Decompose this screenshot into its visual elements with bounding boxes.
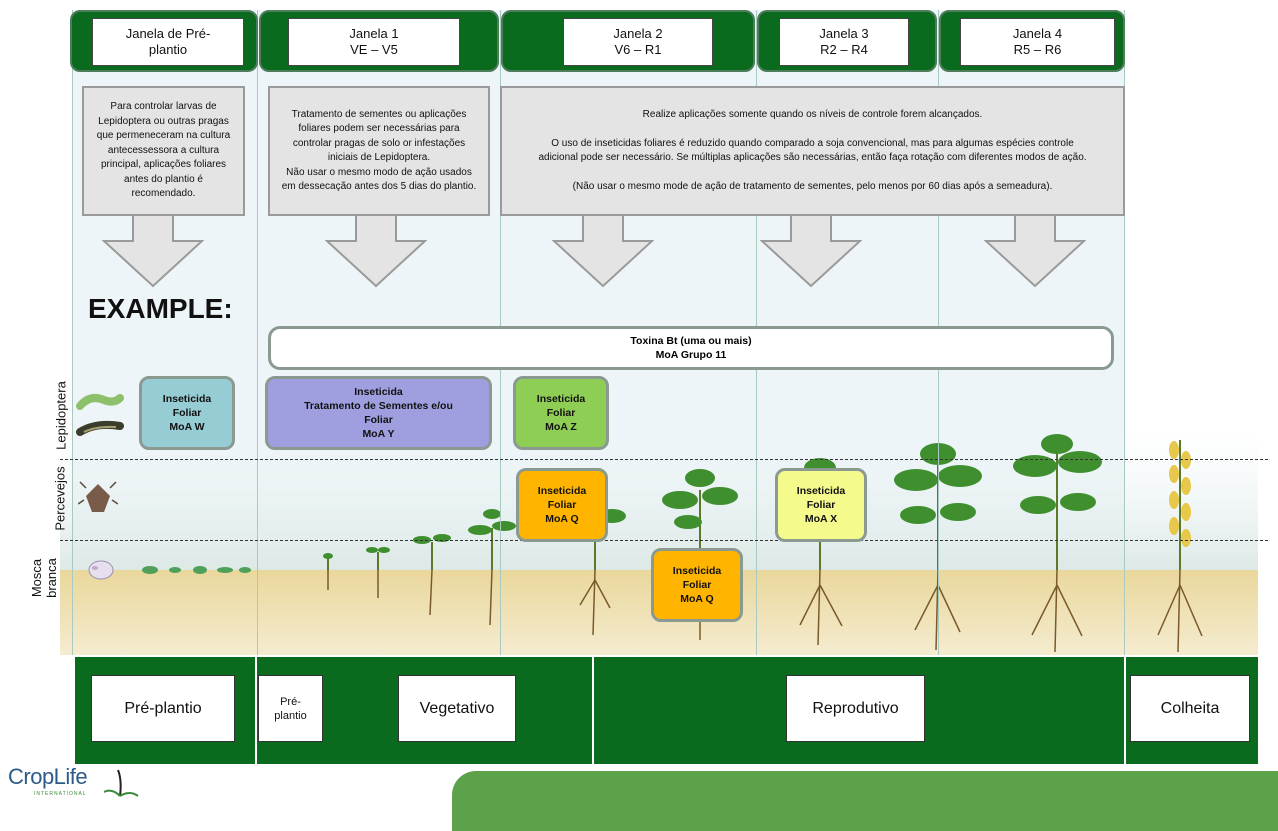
treatment-moa-z: Inseticida Foliar MoA Z bbox=[513, 376, 609, 450]
note-window-2-4: Realize aplicações somente quando os nív… bbox=[500, 86, 1125, 216]
down-arrow-icon bbox=[325, 214, 427, 288]
down-arrow-icon bbox=[102, 214, 204, 288]
phase-label-vegetativo: Vegetativo bbox=[398, 675, 516, 742]
column-divider bbox=[1124, 10, 1125, 655]
treatment-moa-x: Inseticida Foliar MoA X bbox=[775, 468, 867, 542]
treatment-moa-y: Inseticida Tratamento de Sementes e/ou F… bbox=[265, 376, 492, 450]
caterpillar-icon bbox=[76, 394, 124, 436]
pest-label-lepidoptera: Lepidoptera bbox=[53, 381, 69, 450]
column-divider bbox=[257, 10, 258, 655]
footer-band bbox=[452, 771, 1278, 831]
window-label-2: Janela 2 V6 – R1 bbox=[563, 18, 713, 66]
treatment-moa-q-percevejos: Inseticida Foliar MoA Q bbox=[516, 468, 608, 542]
pest-separator bbox=[60, 459, 1268, 460]
note-preplant: Para controlar larvas de Lepidoptera ou … bbox=[82, 86, 245, 216]
field-scene bbox=[60, 430, 1258, 655]
bt-toxin-bar: Toxina Bt (uma ou mais) MoA Grupo 11 bbox=[268, 326, 1114, 370]
treatment-moa-w: Inseticida Foliar MoA W bbox=[139, 376, 235, 450]
treatment-moa-q-mosca: Inseticida Foliar MoA Q bbox=[651, 548, 743, 622]
logo-subtext: INTERNATIONAL bbox=[34, 791, 87, 797]
pest-label-mosca-branca: Mosca branca bbox=[29, 558, 59, 598]
down-arrow-icon bbox=[552, 214, 654, 288]
logo-text: CropLife bbox=[8, 764, 88, 789]
note-window-1: Tratamento de sementes ou aplicações fol… bbox=[268, 86, 490, 216]
pest-label-percevejos: Percevejos bbox=[52, 466, 68, 531]
phase-label-colheita: Colheita bbox=[1130, 675, 1250, 742]
pest-separator bbox=[60, 540, 1268, 541]
stink-bug-icon bbox=[78, 481, 118, 512]
window-label-1: Janela 1 VE – V5 bbox=[288, 18, 460, 66]
phase-label-preplant-short: Pré- plantio bbox=[258, 675, 323, 742]
down-arrow-icon bbox=[984, 214, 1086, 288]
example-heading: EXAMPLE: bbox=[88, 293, 233, 324]
down-arrow-icon bbox=[760, 214, 862, 288]
column-divider bbox=[72, 10, 73, 655]
window-label-4: Janela 4 R5 – R6 bbox=[960, 18, 1115, 66]
whitefly-icon bbox=[88, 560, 114, 580]
window-label-3: Janela 3 R2 – R4 bbox=[779, 18, 909, 66]
phase-label-preplant: Pré-plantio bbox=[91, 675, 235, 742]
croplife-logo: CropLife INTERNATIONAL bbox=[8, 764, 148, 806]
phase-label-reprodutivo: Reprodutivo bbox=[786, 675, 925, 742]
window-label-preplant: Janela de Pré- plantio bbox=[92, 18, 244, 66]
leaf-icon bbox=[104, 769, 139, 797]
